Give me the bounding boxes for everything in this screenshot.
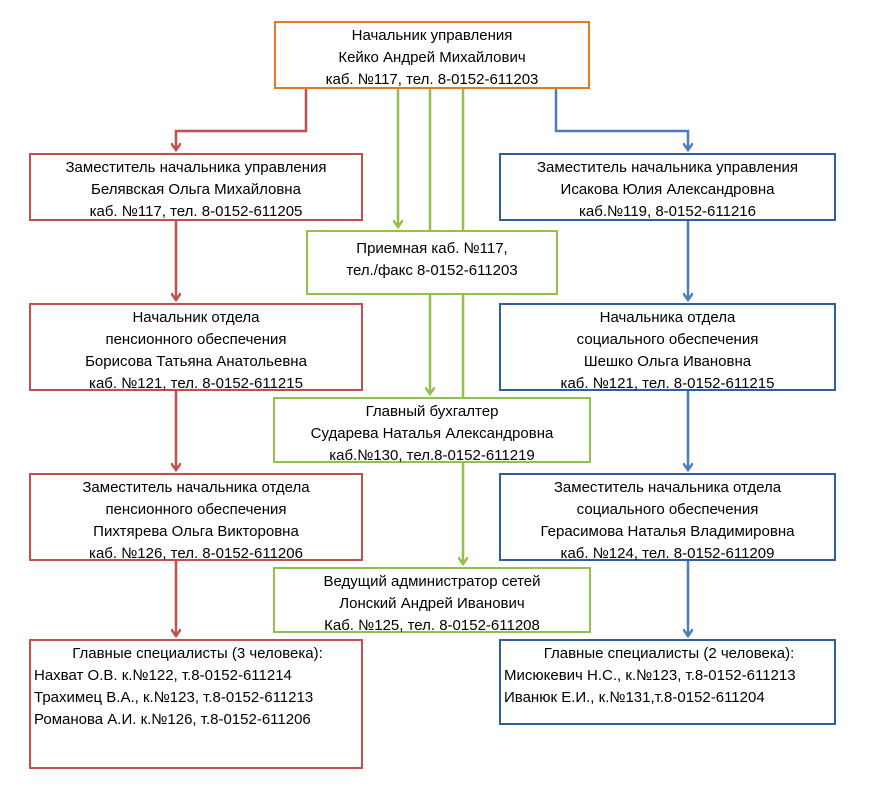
right-specs-title: Главные специалисты (2 человека): <box>543 645 795 662</box>
head-title: Начальник управления <box>351 27 513 44</box>
accountant-contact: каб.№130, тел.8-0152-611219 <box>329 447 535 464</box>
left-specs-item: Романова А.И. к.№126, т.8-0152-611206 <box>34 711 311 728</box>
left-subdept-title: Заместитель начальника отдела <box>82 479 310 496</box>
right-deputy-contact: каб.№119, 8-0152-611216 <box>579 203 756 220</box>
left-dept-subtitle: пенсионного обеспечения <box>105 331 287 348</box>
accountant-title: Главный бухгалтер <box>365 403 499 420</box>
head-name: Кейко Андрей Михайлович <box>338 49 526 66</box>
right-dept-box: Начальника отдела социального обеспечени… <box>499 303 836 392</box>
head-box: Начальник управления Кейко Андрей Михайл… <box>274 21 590 89</box>
left-dept-title: Начальник отдела <box>132 309 260 326</box>
right-deputy-name: Исакова Юлия Александровна <box>560 181 775 198</box>
left-dept-contact: каб. №121, тел. 8-0152-611215 <box>89 375 303 392</box>
left-specs-item: Трахимец В.А., к.№123, т.8-0152-611213 <box>34 689 314 706</box>
right-specs-item: Иванюк Е.И., к.№131,т.8-0152-611204 <box>504 689 765 706</box>
right-subdept-contact: каб. №124, тел. 8-0152-611209 <box>560 545 775 562</box>
right-subdept-title: Заместитель начальника отдела <box>553 479 782 496</box>
right-subdept-name: Герасимова Наталья Владимировна <box>540 523 795 540</box>
reception-phone: тел./факс 8-0152-611203 <box>346 262 518 279</box>
right-dept-name: Шешко Ольга Ивановна <box>583 353 752 370</box>
accountant-box: Главный бухгалтер Сударева Наталья Алекс… <box>273 397 591 464</box>
reception-box: Приемная каб. №117, тел./факс 8-0152-611… <box>306 230 558 295</box>
left-dept-box: Начальник отдела пенсионного обеспечения… <box>29 303 363 392</box>
right-subdept-subtitle: социального обеспечения <box>576 501 759 518</box>
left-subdept-name: Пихтярева Ольга Викторовна <box>93 523 299 540</box>
right-specs-box: Главные специалисты (2 человека): Мисюке… <box>499 639 836 725</box>
left-deputy-title: Заместитель начальника управления <box>65 159 327 176</box>
left-deputy-name: Белявская Ольга Михайловна <box>91 181 301 198</box>
left-specs-item: Нахват О.В. к.№122, т.8-0152-611214 <box>34 667 292 684</box>
head-contact: каб. №117, тел. 8-0152-611203 <box>325 71 539 88</box>
reception-room: Приемная каб. №117, <box>356 240 508 257</box>
left-subdept-box: Заместитель начальника отдела пенсионног… <box>29 473 363 562</box>
left-subdept-subtitle: пенсионного обеспечения <box>105 501 287 518</box>
left-specs-box: Главные специалисты (3 человека): Нахват… <box>29 639 363 769</box>
right-deputy-title: Заместитель начальника управления <box>537 159 798 176</box>
left-deputy-box: Заместитель начальника управления Белявс… <box>29 153 363 221</box>
left-specs-title: Главные специалисты (3 человека): <box>72 645 323 662</box>
left-deputy-contact: каб. №117, тел. 8-0152-611205 <box>89 203 303 220</box>
admin-box: Ведущий администратор сетей Лонский Андр… <box>273 567 591 634</box>
right-specs-item: Мисюкевич Н.С., к.№123, т.8-0152-611213 <box>504 667 796 684</box>
right-dept-contact: каб. №121, тел. 8-0152-611215 <box>560 375 775 392</box>
admin-contact: Каб. №125, тел. 8-0152-611208 <box>324 617 540 634</box>
arrow-head-to-left-deputy <box>176 89 308 149</box>
right-deputy-box: Заместитель начальника управления Исаков… <box>499 153 836 221</box>
left-subdept-contact: каб. №126, тел. 8-0152-611206 <box>89 545 303 562</box>
admin-name: Лонский Андрей Иванович <box>339 595 525 612</box>
admin-title: Ведущий администратор сетей <box>323 573 541 590</box>
right-dept-title: Начальника отдела <box>599 309 736 326</box>
right-subdept-box: Заместитель начальника отдела социальног… <box>499 473 836 562</box>
right-dept-subtitle: социального обеспечения <box>576 331 759 348</box>
accountant-name: Сударева Наталья Александровна <box>310 425 554 442</box>
left-dept-name: Борисова Татьяна Анатольевна <box>85 353 307 370</box>
arrow-head-to-right-deputy <box>554 89 688 149</box>
